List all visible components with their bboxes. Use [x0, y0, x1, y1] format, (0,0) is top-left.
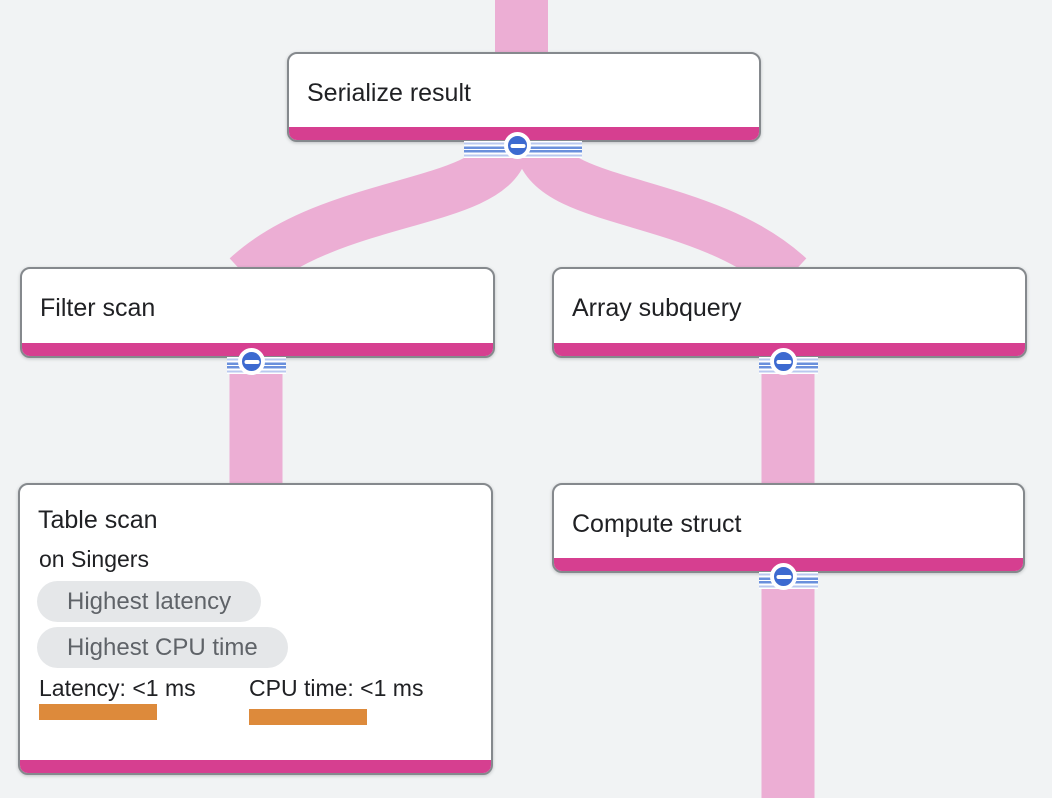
node-accent-bar	[20, 760, 491, 773]
metric-label-cpu-time: CPU time: <1 ms	[249, 675, 424, 701]
node-filter-scan[interactable]: Filter scan	[20, 267, 495, 358]
minus-icon	[244, 359, 259, 364]
minus-icon	[510, 143, 525, 148]
node-table-scan[interactable]: Table scan on Singers Highest latency Hi…	[18, 483, 493, 775]
edge-compute-to-child	[761, 570, 815, 798]
badge-highest-cpu-time: Highest CPU time	[37, 627, 288, 668]
collapse-button-compute[interactable]	[770, 563, 797, 590]
minus-icon	[776, 359, 791, 364]
node-array-subquery[interactable]: Array subquery	[552, 267, 1027, 358]
node-sublabel: on Singers	[39, 546, 149, 572]
node-title: Serialize result	[307, 79, 471, 107]
edge-parent-to-serialize	[495, 0, 548, 56]
edge-serialize-to-filter	[229, 140, 528, 295]
node-title: Compute struct	[572, 510, 742, 538]
metric-bar-latency	[39, 704, 157, 720]
minus-icon	[776, 574, 791, 579]
metric-bar-cpu-time	[249, 709, 367, 725]
badge-highest-latency: Highest latency	[37, 581, 262, 622]
collapse-button-filter[interactable]	[238, 348, 265, 375]
node-title: Table scan	[38, 506, 158, 534]
edge-filter-to-table	[229, 356, 283, 486]
collapse-button-serialize[interactable]	[504, 132, 531, 159]
node-title: Array subquery	[572, 294, 742, 322]
node-title: Filter scan	[40, 294, 156, 322]
node-compute-struct[interactable]: Compute struct	[552, 483, 1025, 573]
edge-array-to-compute	[761, 356, 815, 486]
edge-serialize-to-array	[516, 140, 807, 295]
collapse-button-array[interactable]	[770, 348, 797, 375]
node-serialize-result[interactable]: Serialize result	[287, 52, 761, 142]
metric-label-latency: Latency: <1 ms	[39, 675, 196, 701]
